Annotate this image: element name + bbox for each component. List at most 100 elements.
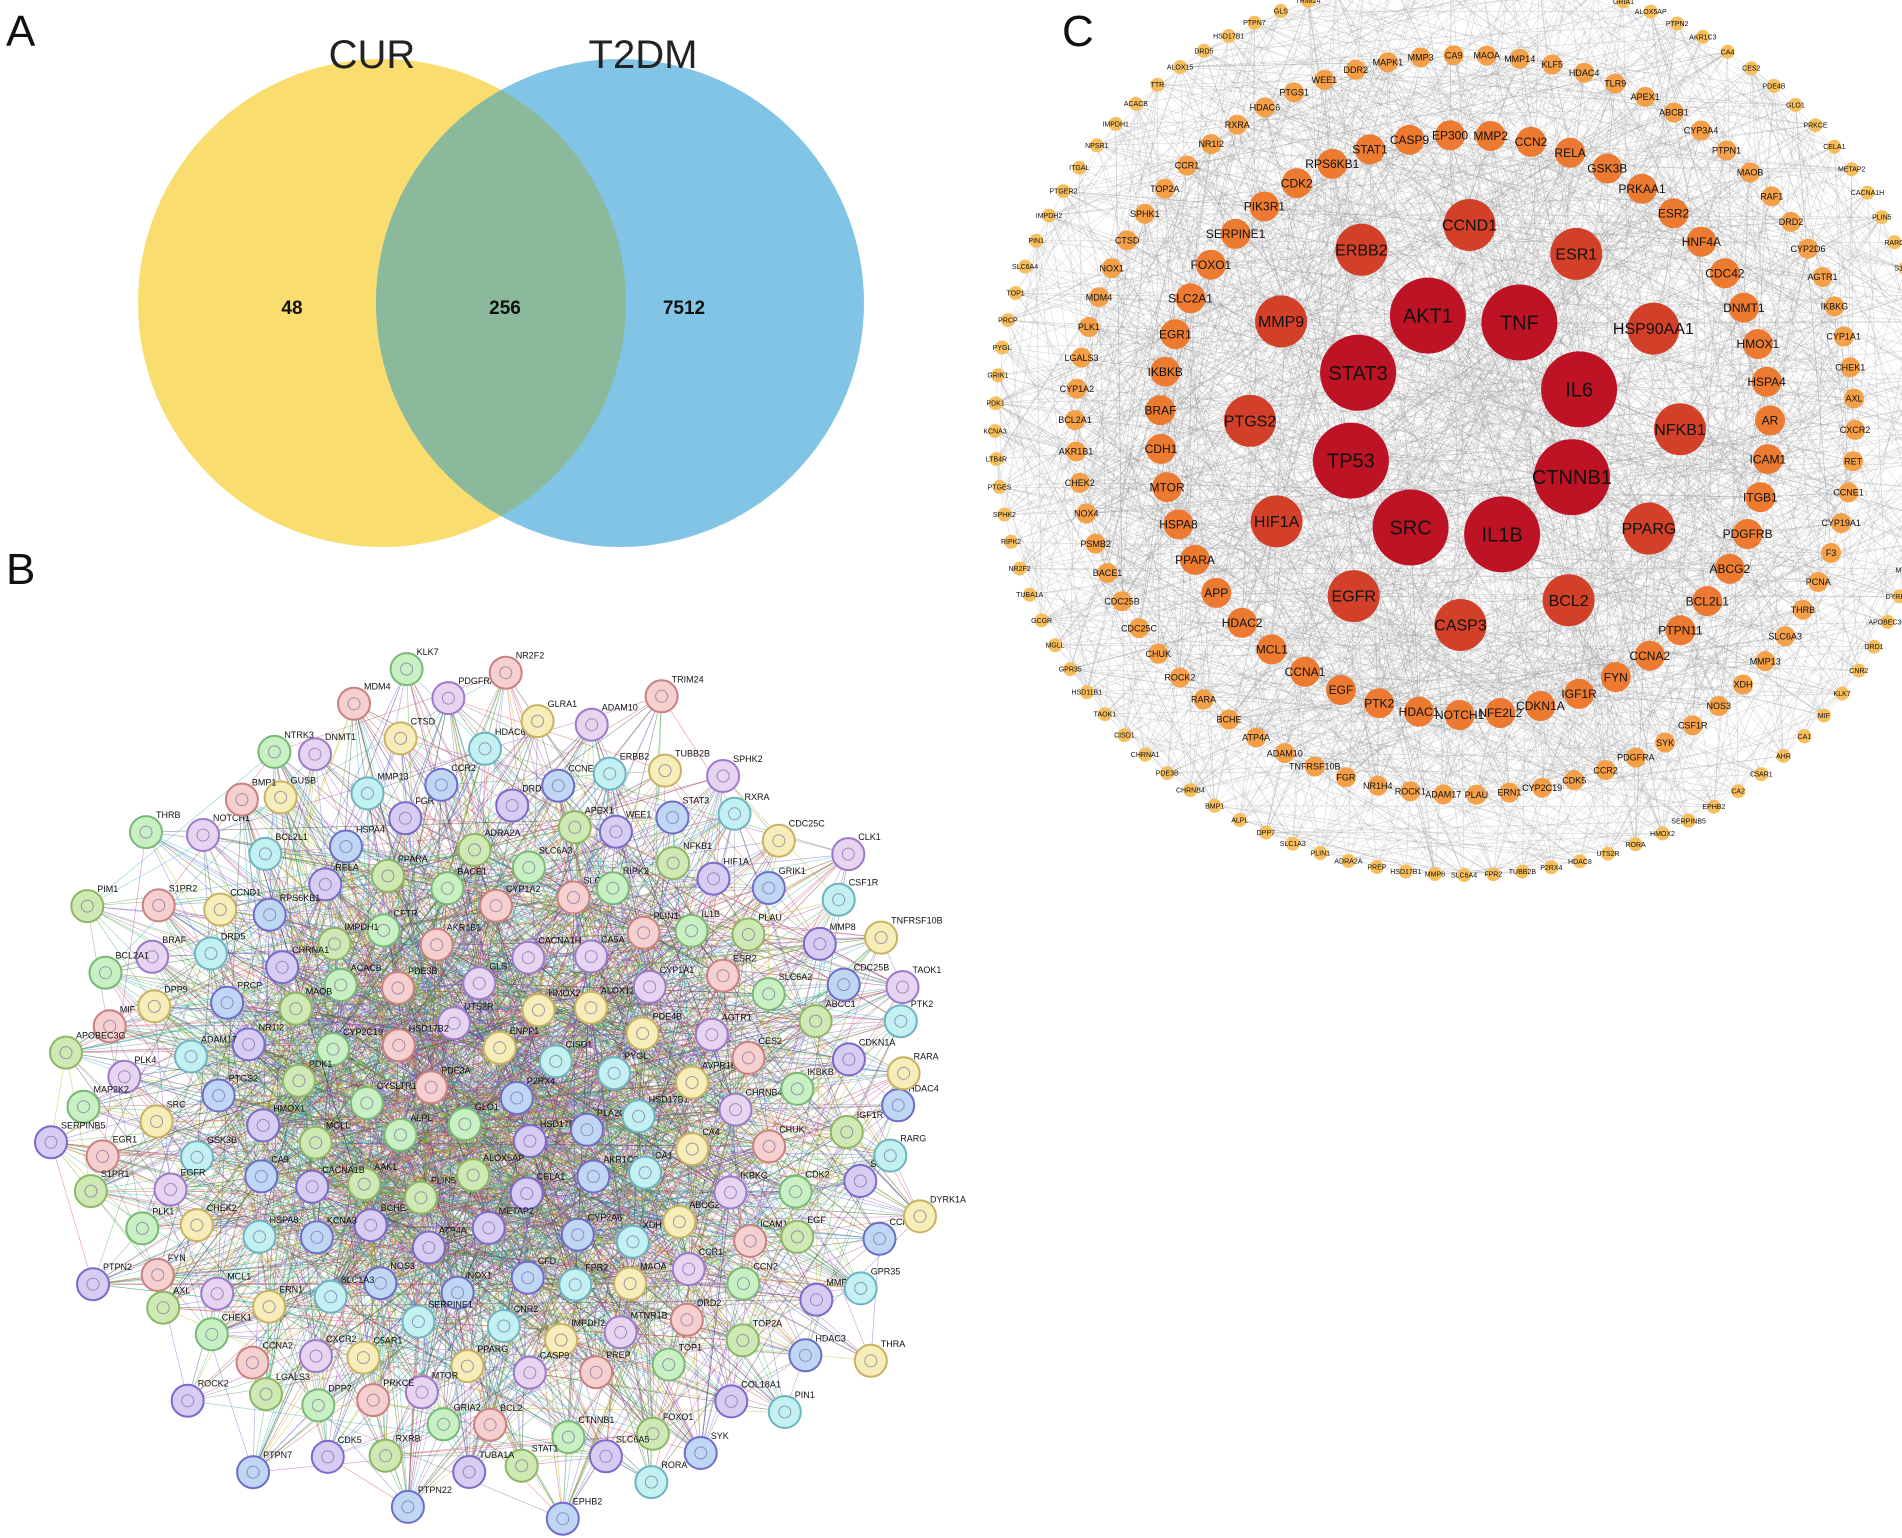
- ppi-node: PDE3A: [414, 1065, 471, 1105]
- hub-edge: [1157, 72, 1585, 86]
- hub-edge: [1063, 190, 1145, 215]
- hub-edge: [1420, 0, 1463, 58]
- hub-edge: [1509, 429, 1856, 793]
- hub-edge: [1010, 233, 1236, 542]
- hub-edge: [1541, 528, 1650, 788]
- ppi-node-structure: [584, 1001, 598, 1015]
- ppi-node-circle: [621, 1099, 656, 1134]
- hub-edge: [1178, 163, 1333, 525]
- hub-edge: [1493, 861, 1580, 875]
- ppi-node-structure: [728, 807, 741, 821]
- ppi-node-label: BCL2A1: [116, 951, 150, 961]
- hub-edge: [1522, 684, 1744, 872]
- hub-edge: [1124, 534, 1503, 736]
- ppi-node: CISD1: [538, 1039, 592, 1079]
- ppi-node-label: TAOK1: [913, 965, 942, 975]
- hub-edge: [1228, 609, 1803, 720]
- ppi-node-label: SYK: [711, 1431, 729, 1441]
- ppi-node-label: HDAC6: [495, 727, 526, 737]
- hub-edge: [1190, 766, 1315, 791]
- hub-edge: [1307, 0, 1342, 691]
- ppi-node-structure: [212, 1089, 226, 1102]
- ppi-node: CYSLTR1: [349, 1081, 417, 1120]
- ppi-edge: [642, 1033, 798, 1238]
- ppi-edge: [364, 1183, 701, 1454]
- ppi-node: PTPN22: [390, 1485, 452, 1524]
- ppi-node-label: PIN1: [795, 1390, 815, 1400]
- ppi-edge: [190, 1056, 329, 1457]
- ppi-node-label: MTNR1B: [631, 1310, 668, 1320]
- ppi-node-circle: [613, 1266, 648, 1301]
- ppi-edge: [268, 1306, 522, 1466]
- ppi-node-circle: [76, 1267, 110, 1302]
- ppi-node-circle: [299, 1339, 333, 1374]
- hub-edge: [1664, 248, 1809, 743]
- ppi-edge: [651, 1155, 891, 1483]
- ppi-edge: [447, 888, 579, 1235]
- ppi-node-structure: [190, 1218, 204, 1232]
- hub-edge: [1751, 68, 1772, 197]
- hub-edge: [1867, 192, 1888, 622]
- ppi-node-label: MIF: [120, 1004, 136, 1014]
- hub-edge: [1088, 326, 1411, 792]
- ppi-edge: [87, 672, 506, 907]
- ppi-node-structure: [505, 799, 519, 812]
- hub-edge: [1190, 322, 1520, 791]
- hub-edge: [1340, 72, 1585, 691]
- hub-edge: [1095, 436, 1902, 544]
- hub-edge: [996, 0, 1354, 460]
- ppi-node: SPHK2: [706, 754, 763, 793]
- ppi-node-structure: [394, 731, 408, 745]
- hub-edge: [1564, 0, 1895, 243]
- hub-edge: [1107, 572, 1541, 707]
- hub-edge: [1541, 367, 1851, 788]
- hub-edge: [1088, 326, 1352, 461]
- ppi-node: NOX1: [440, 1271, 492, 1310]
- ppi-node-label: RARG: [900, 1134, 926, 1144]
- hub-edge: [1569, 0, 1689, 821]
- ppi-node-structure: [694, 1446, 708, 1460]
- hub-edge: [1237, 124, 1436, 875]
- ppi-node-structure: [623, 1277, 637, 1291]
- ppi-edge: [526, 840, 780, 1194]
- ppi-node-label: RXRB: [396, 1434, 421, 1444]
- hub-edge: [1500, 420, 1771, 714]
- ppi-node-label: CHRNB4: [746, 1088, 783, 1098]
- ppi-node-structure: [80, 899, 94, 913]
- hub-edge: [1167, 188, 1643, 774]
- hub-edge: [1343, 0, 1902, 529]
- ppi-node: PDGFRA: [431, 676, 496, 716]
- hub-edge: [1410, 527, 1575, 781]
- ppi-node: PLK4: [107, 1055, 156, 1094]
- ppi-node-label: BACE1: [457, 866, 487, 876]
- ppi-edge: [642, 1020, 901, 1034]
- hub-edge: [1664, 492, 1849, 743]
- hub-edge: [1255, 152, 1571, 738]
- ppi-node-structure: [401, 1500, 415, 1514]
- ppi-node-structure: [685, 924, 698, 938]
- ppi-edge: [560, 1339, 732, 1402]
- ppi-node-structure: [603, 767, 617, 781]
- ppi-node-structure: [551, 779, 565, 793]
- ppi-node: CELA1: [509, 1172, 565, 1211]
- hub-edge: [1160, 448, 1637, 758]
- ppi-node-label: SERPINB5: [61, 1120, 106, 1130]
- hub-edge: [1011, 541, 1902, 571]
- ppi-node-circle: [829, 1115, 864, 1149]
- hub-edge: [1486, 55, 1762, 775]
- ppi-node-structure: [360, 1096, 374, 1110]
- ppi-node-structure: [707, 872, 720, 886]
- ppi-node-label: EPHB2: [573, 1497, 603, 1507]
- hub-edge: [1387, 62, 1520, 323]
- ppi-edge: [453, 1023, 749, 1059]
- hub-edge: [999, 486, 1217, 594]
- ppi-node: CHRNA1: [265, 945, 329, 985]
- ppi-node-label: CSF1R: [849, 878, 879, 888]
- ppi-node-structure: [204, 947, 218, 960]
- hub-edge: [1237, 124, 1379, 786]
- ppi-node: CDK2: [778, 1170, 830, 1209]
- ppi-node-structure: [321, 1450, 335, 1464]
- hub-edge: [1098, 22, 1255, 298]
- ppi-node-circle: [570, 1112, 604, 1147]
- hub-edge: [1254, 0, 1517, 23]
